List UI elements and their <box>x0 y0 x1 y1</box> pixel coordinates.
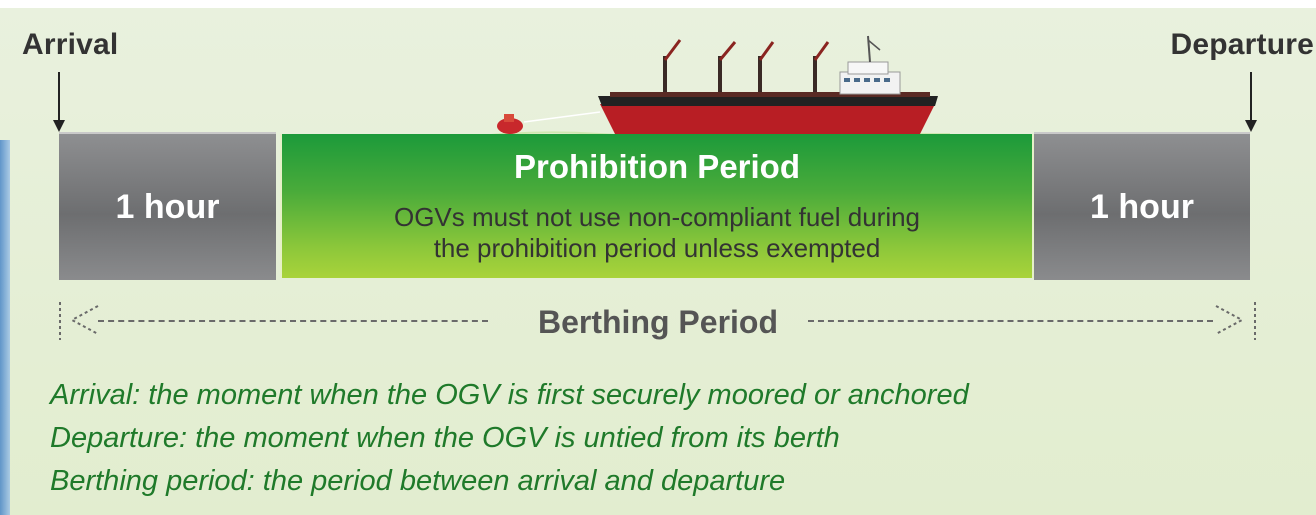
departure-hour-block: 1 hour <box>1034 132 1250 280</box>
arrival-arrow-line <box>58 72 60 122</box>
cargo-ship-icon <box>480 35 950 137</box>
arrival-hour-block: 1 hour <box>59 132 276 280</box>
prohibition-description-line-2: the prohibition period unless exempted <box>433 233 881 263</box>
prohibition-description-line-1: OGVs must not use non-compliant fuel dur… <box>393 202 921 232</box>
left-dashed-arrow-icon <box>59 302 99 340</box>
arrival-definition: Arrival: the moment when the OGV is firs… <box>50 379 969 411</box>
prohibition-period-block: Prohibition Period OGVs must not use non… <box>280 134 1034 278</box>
right-dashed-arrow-icon <box>1215 302 1256 340</box>
berthing-period-row: Berthing Period <box>58 298 1258 344</box>
left-edge-decoration <box>0 140 10 515</box>
berthing-period-label: Berthing Period <box>537 304 778 340</box>
left-dashed-line <box>98 320 488 322</box>
arrival-label: Arrival <box>22 28 119 61</box>
departure-label: Departure <box>1170 28 1314 61</box>
arrival-hour-label: 1 hour <box>115 187 220 226</box>
departure-arrow-line <box>1250 72 1252 122</box>
departure-definition: Departure: the moment when the OGV is un… <box>50 422 840 454</box>
arrival-arrow-head <box>53 120 65 132</box>
departure-arrow-head <box>1245 120 1257 132</box>
top-border <box>0 0 1316 8</box>
departure-hour-label: 1 hour <box>1090 187 1194 226</box>
berthing-period-definition: Berthing period: the period between arri… <box>50 465 786 497</box>
tugboat-icon <box>497 114 523 134</box>
right-dashed-line <box>808 320 1213 322</box>
prohibition-title: Prohibition Period <box>514 148 800 185</box>
